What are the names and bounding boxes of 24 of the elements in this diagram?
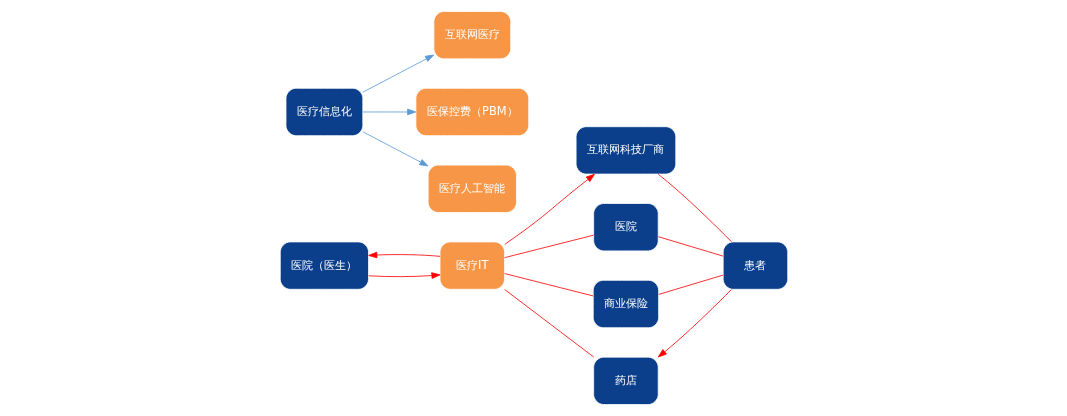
node-box: 医院（医生） xyxy=(279,241,369,290)
arrow xyxy=(367,272,440,279)
node-box: 互联网医疗 xyxy=(433,11,511,60)
arrow xyxy=(361,54,434,93)
node-box: 医疗IT xyxy=(439,241,505,290)
node-box: 患者 xyxy=(722,241,788,290)
connector xyxy=(503,234,594,259)
arrow xyxy=(367,251,440,259)
connector xyxy=(657,173,732,243)
arrow xyxy=(361,108,416,116)
node-box: 互联网科技厂商 xyxy=(575,126,676,175)
arrow xyxy=(361,131,428,167)
node-box: 医疗信息化 xyxy=(285,87,363,137)
node-box: 医院 xyxy=(592,203,659,252)
connector xyxy=(657,274,723,295)
arrow xyxy=(503,173,595,245)
arrow xyxy=(657,289,732,358)
node-box: 医保控费（PBM） xyxy=(415,87,529,137)
node-box: 药店 xyxy=(592,356,659,405)
node-box: 医疗人工智能 xyxy=(427,164,517,213)
connector xyxy=(657,236,724,257)
connector xyxy=(503,273,594,297)
node-box: 商业保险 xyxy=(592,279,659,329)
connector xyxy=(503,289,594,358)
